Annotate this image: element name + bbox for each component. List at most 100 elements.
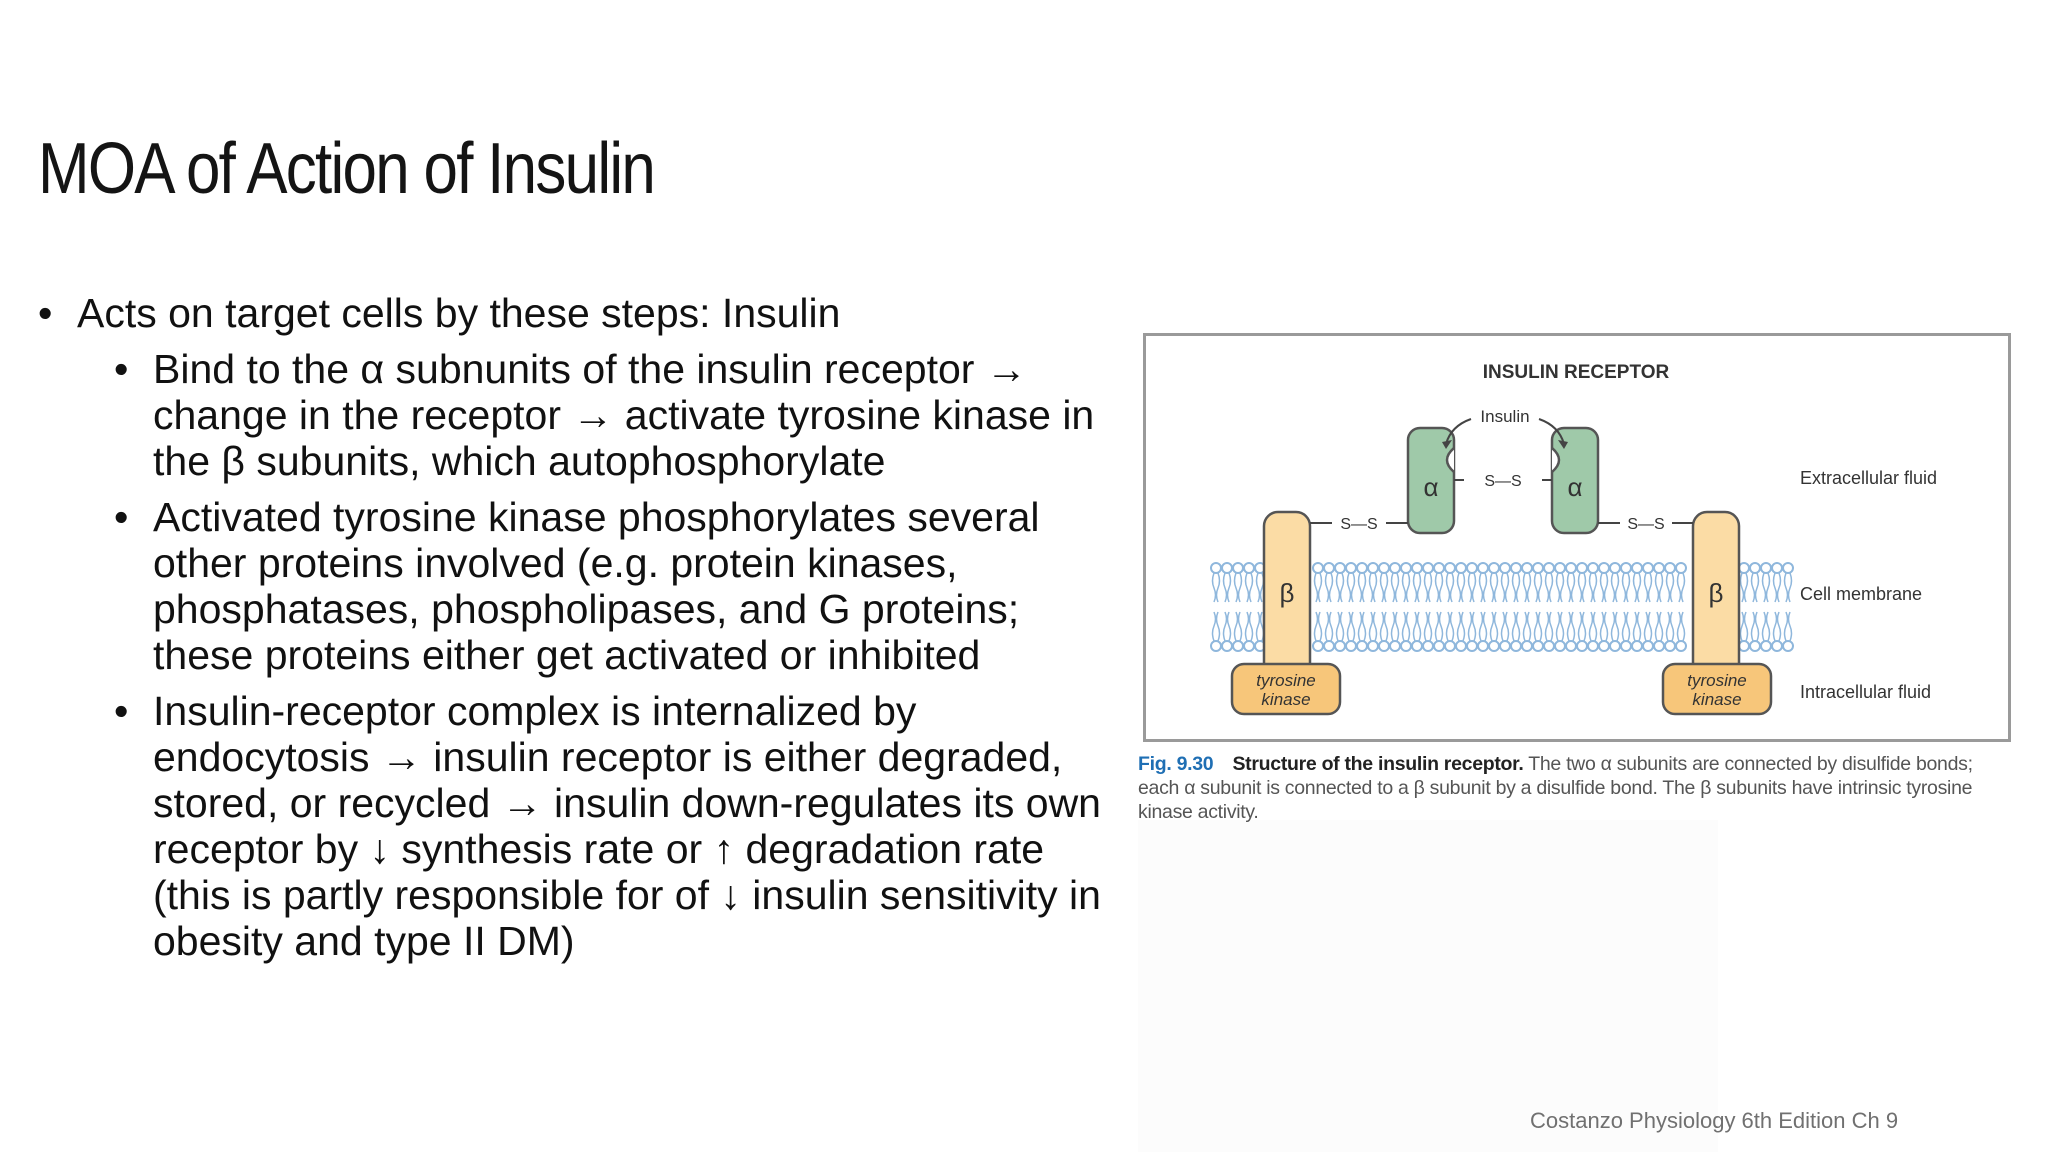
lipid-head xyxy=(1433,640,1445,652)
lipid-tail xyxy=(1357,572,1367,603)
lipid-head xyxy=(1587,562,1599,574)
lipid-tail xyxy=(1676,572,1686,603)
lipid-head xyxy=(1782,562,1794,574)
lipid-head xyxy=(1422,562,1434,574)
lipid-tail xyxy=(1511,611,1521,642)
lipid-head xyxy=(1477,640,1489,652)
lipid-head xyxy=(1488,640,1500,652)
kinase-right-line1: tyrosine xyxy=(1687,671,1747,690)
lipid-tail xyxy=(1244,611,1254,642)
slide-title: MOA of Action of Insulin xyxy=(38,129,656,209)
lipid-head xyxy=(1510,640,1522,652)
lipid-tail xyxy=(1255,572,1265,603)
lipid-tail xyxy=(1313,572,1323,603)
alpha-label-right: α xyxy=(1567,472,1582,502)
lipid-head xyxy=(1749,640,1761,652)
lipid-head xyxy=(1345,562,1357,574)
lipid-head xyxy=(1609,640,1621,652)
lipid-tail xyxy=(1599,611,1609,642)
lipid-tail xyxy=(1739,611,1749,642)
lipid-tail xyxy=(1500,611,1510,642)
lipid-tail xyxy=(1335,572,1345,603)
lipid-tail xyxy=(1621,611,1631,642)
lipid-tail xyxy=(1255,611,1265,642)
lipid-head xyxy=(1312,640,1324,652)
lipid-tail xyxy=(1544,611,1554,642)
lipid-tail xyxy=(1643,572,1653,603)
bullet-list: • Acts on target cells by these steps: I… xyxy=(38,290,1118,974)
lipid-tail xyxy=(1500,572,1510,603)
lipid-tail xyxy=(1739,572,1749,603)
lipid-head xyxy=(1664,562,1676,574)
insulin-receptor-figure: INSULIN RECEPTOR Insulin α α β β S—S S—S… xyxy=(1143,333,2011,742)
lipid-head xyxy=(1243,562,1255,574)
lipid-tail xyxy=(1577,572,1587,603)
lipid-tail xyxy=(1610,572,1620,603)
arrowhead-icon xyxy=(1558,440,1568,449)
figure-heading: INSULIN RECEPTOR xyxy=(1483,362,1670,383)
lipid-tail xyxy=(1577,611,1587,642)
lipid-head xyxy=(1760,562,1772,574)
lipid-tail xyxy=(1750,572,1760,603)
lipid-head xyxy=(1565,640,1577,652)
lipid-head xyxy=(1378,562,1390,574)
lipid-tail xyxy=(1467,611,1477,642)
bullet-sub-3: • Insulin-receptor complex is internaliz… xyxy=(38,688,1118,964)
kinase-right-line2: kinase xyxy=(1692,690,1741,709)
lipid-tail xyxy=(1566,611,1576,642)
bullet-dot: • xyxy=(114,494,129,540)
figure-caption: Fig. 9.30 Structure of the insulin recep… xyxy=(1138,752,2018,824)
lipid-head xyxy=(1455,640,1467,652)
lipid-tail xyxy=(1621,572,1631,603)
disulfide-right: S—S xyxy=(1627,516,1664,533)
lipid-head xyxy=(1576,562,1588,574)
lipid-head xyxy=(1598,640,1610,652)
lipid-head xyxy=(1312,562,1324,574)
lipid-head xyxy=(1400,562,1412,574)
lipid-head xyxy=(1378,640,1390,652)
source-citation: Costanzo Physiology 6th Edition Ch 9 xyxy=(1530,1108,1899,1133)
lipid-tail xyxy=(1478,572,1488,603)
lipid-head xyxy=(1232,640,1244,652)
lipid-tail xyxy=(1401,611,1411,642)
lipid-head xyxy=(1521,562,1533,574)
lipid-head xyxy=(1510,562,1522,574)
lipid-tail xyxy=(1244,572,1254,603)
lipid-head xyxy=(1620,562,1632,574)
lipid-tail xyxy=(1324,611,1334,642)
lipid-head xyxy=(1620,640,1632,652)
lipid-tail xyxy=(1588,611,1598,642)
lipid-head xyxy=(1323,562,1335,574)
lipid-tail xyxy=(1222,611,1232,642)
extracellular-label: Extracellular fluid xyxy=(1800,468,1937,488)
lipid-tail xyxy=(1761,611,1771,642)
lipid-tail xyxy=(1533,611,1543,642)
lipid-head xyxy=(1389,640,1401,652)
lipid-head xyxy=(1411,562,1423,574)
lipid-tail xyxy=(1533,572,1543,603)
lipid-tail xyxy=(1783,611,1793,642)
lipid-head xyxy=(1356,640,1368,652)
lipid-head xyxy=(1488,562,1500,574)
lipid-head xyxy=(1675,640,1687,652)
lipid-head xyxy=(1738,640,1750,652)
lipid-tail xyxy=(1772,572,1782,603)
lipid-head xyxy=(1642,562,1654,574)
lipid-tail xyxy=(1412,611,1422,642)
lipid-head xyxy=(1389,562,1401,574)
lipid-head xyxy=(1576,640,1588,652)
lipid-tail xyxy=(1324,572,1334,603)
kinase-right xyxy=(1661,662,1773,716)
bullet-sub-1-text: Bind to the α subnunits of the insulin r… xyxy=(153,346,1095,484)
binding-site-right xyxy=(1551,447,1561,473)
lipid-tail xyxy=(1390,572,1400,603)
caption-text: The two α subunits are connected by disu… xyxy=(1138,753,1973,823)
insulin-label: Insulin xyxy=(1480,407,1529,426)
lipid-tail xyxy=(1211,611,1221,642)
lipid-tail xyxy=(1313,611,1323,642)
lipid-tail xyxy=(1445,611,1455,642)
lipid-tail xyxy=(1233,611,1243,642)
lipid-tail xyxy=(1555,572,1565,603)
lipid-tail xyxy=(1222,572,1232,603)
lipid-head xyxy=(1210,640,1222,652)
